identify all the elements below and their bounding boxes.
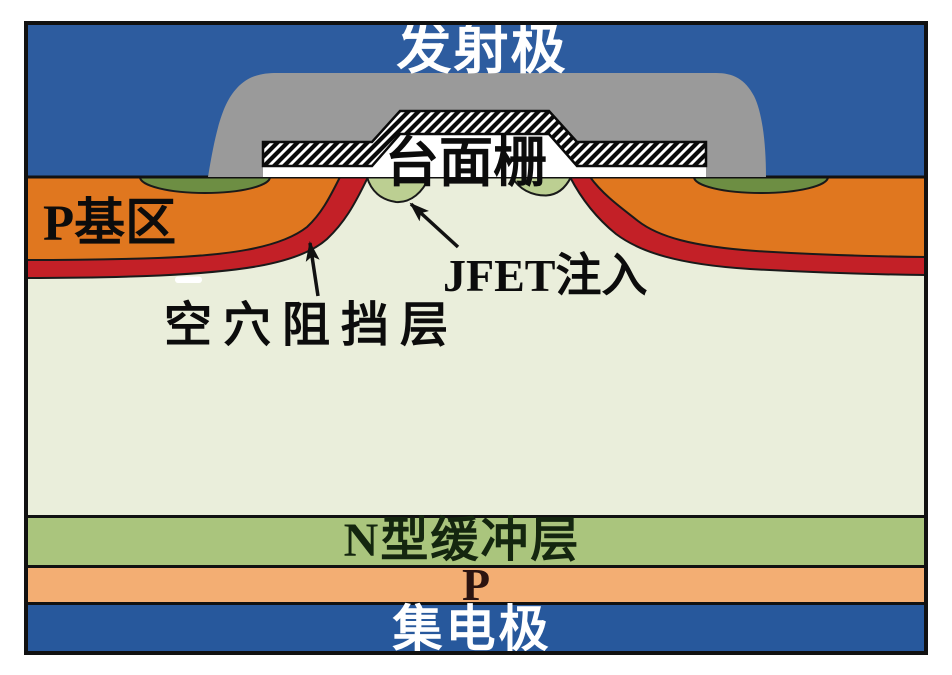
n-emitter-well-right [692,176,830,194]
collector-metal-region [24,602,928,655]
n-emitter-well-left [138,176,272,194]
jfet-arrow [409,202,460,249]
p-base-region-right [588,176,927,259]
p-base-label: P基区 [43,195,176,252]
mesa-gate-label: 台面栅 [385,133,547,193]
jfet-implant-label: JFET注入 [443,250,647,301]
device-border [24,21,928,655]
jfet-implant-right [510,176,573,197]
p-base-region-left [25,176,342,262]
white-dash-mark [175,276,202,283]
mesa-gate-poly [261,109,708,168]
emitter-label: 发射极 [396,19,567,80]
hole-barrier-arrow [305,241,320,297]
n-buffer-label: N型缓冲层 [344,514,581,567]
p-collector-label: P [462,559,490,610]
jfet-implant-left [365,176,431,204]
hole-barrier-label: 空穴阻挡层 [164,299,459,352]
collector-label: 集电极 [392,601,552,657]
